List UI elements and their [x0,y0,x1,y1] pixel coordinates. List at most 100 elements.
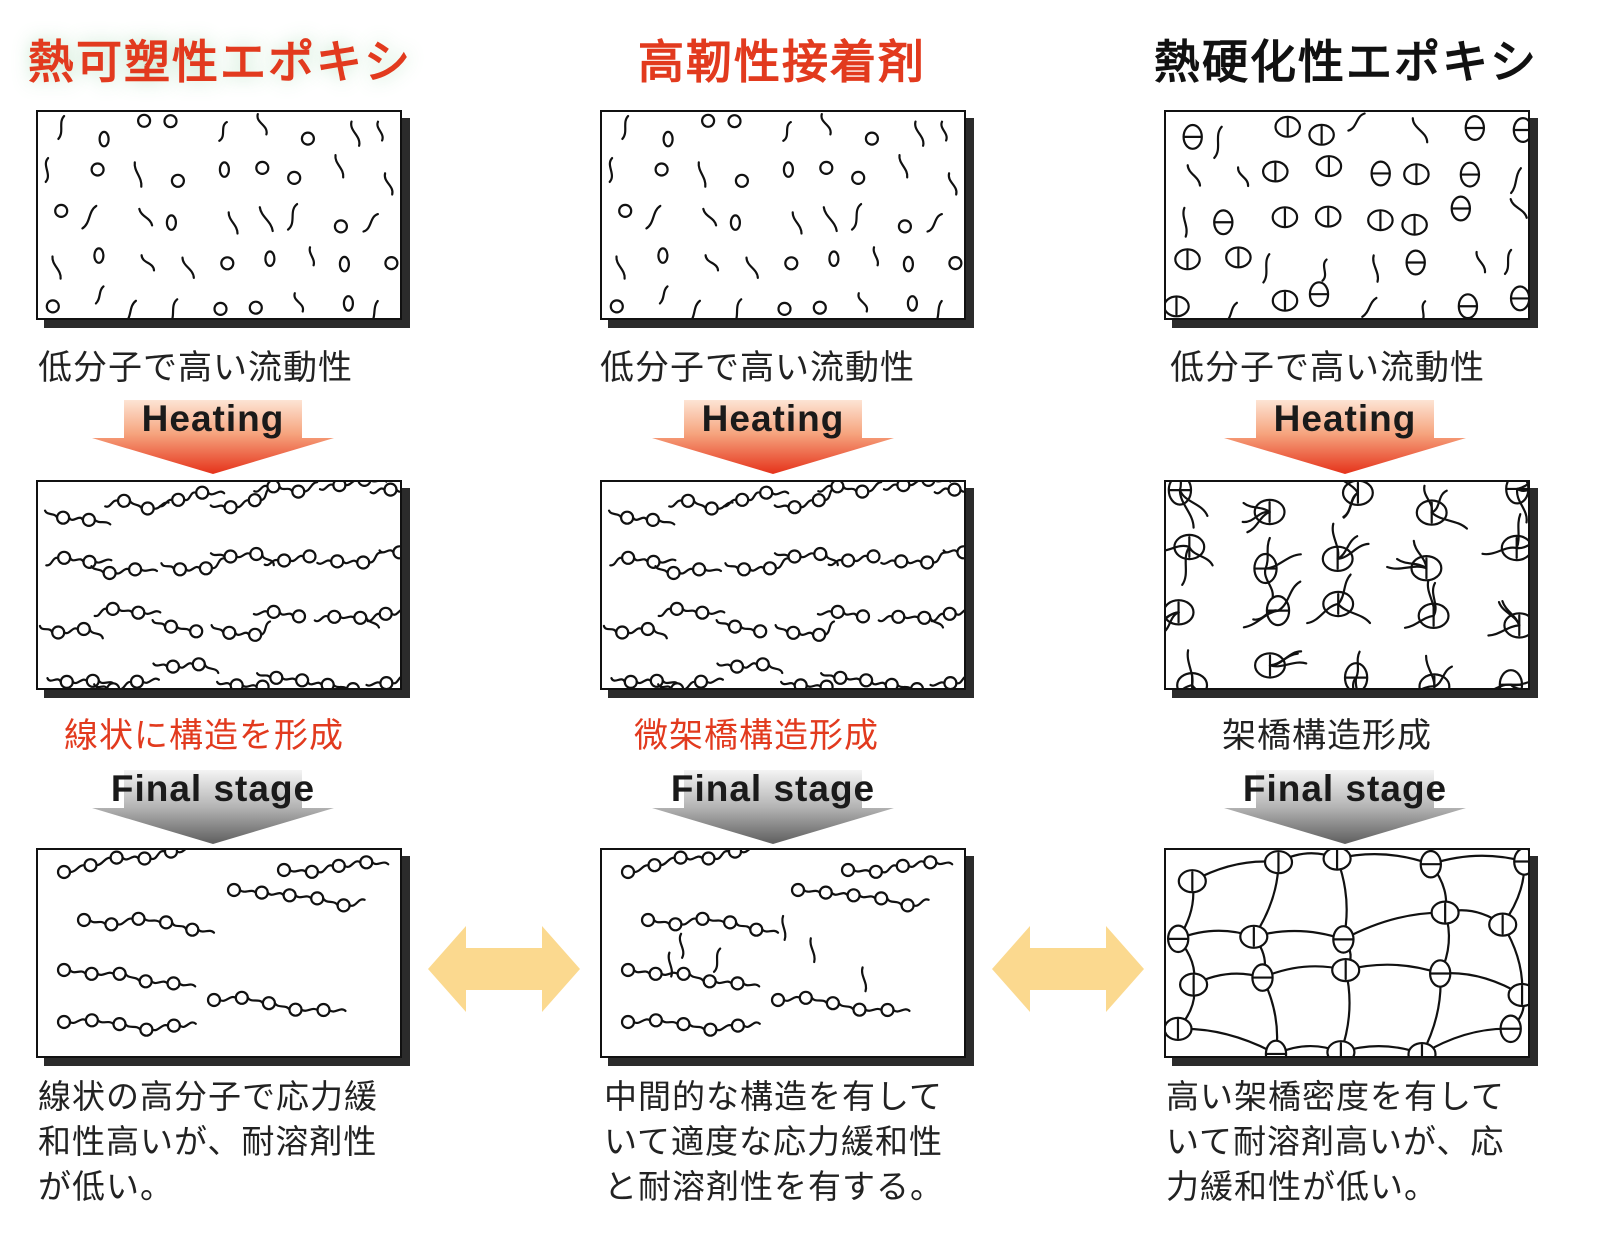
chain-segment [798,631,815,636]
caption-thermoset-stage2: 架橋構造形成 [1222,716,1432,756]
ring-molecule [798,990,813,1005]
chain-segment [782,121,792,142]
chain-segment [707,917,726,924]
ring-molecule [695,911,710,926]
chain-segment [609,556,624,567]
chain-segment [932,551,947,564]
ring-molecule [163,619,179,634]
ring-molecule [137,851,152,866]
chain-segment [1242,501,1271,514]
chain-segment [96,1019,115,1026]
title-thermoset: 熱硬化性エポキシ [1154,35,1538,89]
chain-segment [705,677,724,684]
chain-segment [936,299,943,318]
chain-segment [95,856,112,867]
chain-segment [742,982,761,988]
ring-molecule [320,677,335,688]
chain-segment [773,552,790,558]
final-stage-label: Final stage [670,768,876,809]
molecule-illustration [38,482,400,688]
ring-molecule [818,885,833,900]
chain-segment [207,490,226,496]
ring-molecule [56,510,71,525]
chain-segment [90,565,105,575]
chain-segment [395,488,400,493]
ring-molecule [249,546,264,562]
final-stage-label: Final stage [1242,768,1448,809]
chain-segment [234,631,251,636]
ring-molecule [735,492,750,507]
crosslink [809,937,816,964]
chain-segment [1515,513,1522,550]
crosslink [781,914,787,941]
ring-molecule [85,673,100,688]
chain-segment [318,483,335,491]
chain-segment [830,891,849,897]
chain-segment [926,213,943,233]
chain-segment [209,552,226,558]
ring-molecule [266,482,281,494]
ring-molecule [357,482,372,487]
ring-molecule [254,885,269,900]
ring-molecule [327,609,342,624]
ring-molecule [345,682,361,688]
chain-segment [332,683,348,688]
ring-molecule [1264,1039,1288,1056]
chain-segment [378,549,395,554]
chain-segment [817,484,833,493]
ring-molecule [923,855,938,870]
chain-segment [1178,482,1182,492]
chain-segment [688,1022,706,1031]
chain-segment [1516,487,1528,492]
chain-segment [845,676,862,682]
ring-molecule [76,912,92,928]
chain-segment [608,157,614,183]
ring-molecule [84,1013,100,1028]
chain-segment [1421,300,1427,318]
chain-segment [1386,565,1428,570]
chain-segment [44,157,50,183]
chain-segment [635,678,652,685]
ring-molecule [749,922,764,937]
chain-segment [1213,125,1223,159]
chain-segment [104,499,120,508]
chain-segment [632,1018,651,1024]
ring-molecule [291,484,306,499]
chain-segment [954,609,964,616]
ring-molecule [828,250,840,267]
chain-segment [69,556,85,563]
chain-segment [942,549,959,554]
ring-molecule [287,170,302,186]
chain-segment [114,567,131,575]
ring-molecule [640,912,656,928]
chain-segment [1355,650,1361,679]
ring-molecule [102,565,117,581]
chain-segment [713,850,731,861]
chain-segment [692,499,707,510]
chain-segment [1487,624,1521,637]
double-arrow-icon [428,926,580,1012]
ring-molecule [868,864,883,879]
chain-segment [43,509,59,519]
final-stage-label: Final stage [110,768,316,809]
chain-segment [71,678,88,685]
chain-segment [133,161,143,188]
chain-segment [1430,489,1448,514]
ring-molecule [159,915,174,930]
ring-molecule [277,553,292,568]
chain-segment [852,868,871,873]
crosslink [860,966,868,993]
down-arrow-icon [1224,770,1466,844]
chain-segment [741,662,758,669]
final-arrow-thermoplastic: Final stage [88,764,338,852]
ring-molecule [302,549,317,564]
ring-molecule [727,850,743,859]
chain-segment [261,552,275,567]
ring-molecule [759,485,774,500]
chain-segment [286,203,299,231]
chain-segment [322,897,339,907]
description-line: 線状の高分子で応力緩 [38,1077,378,1116]
ring-molecule [226,882,242,898]
chain-segment [820,113,832,136]
panel-thermoplastic-final [36,848,410,1066]
